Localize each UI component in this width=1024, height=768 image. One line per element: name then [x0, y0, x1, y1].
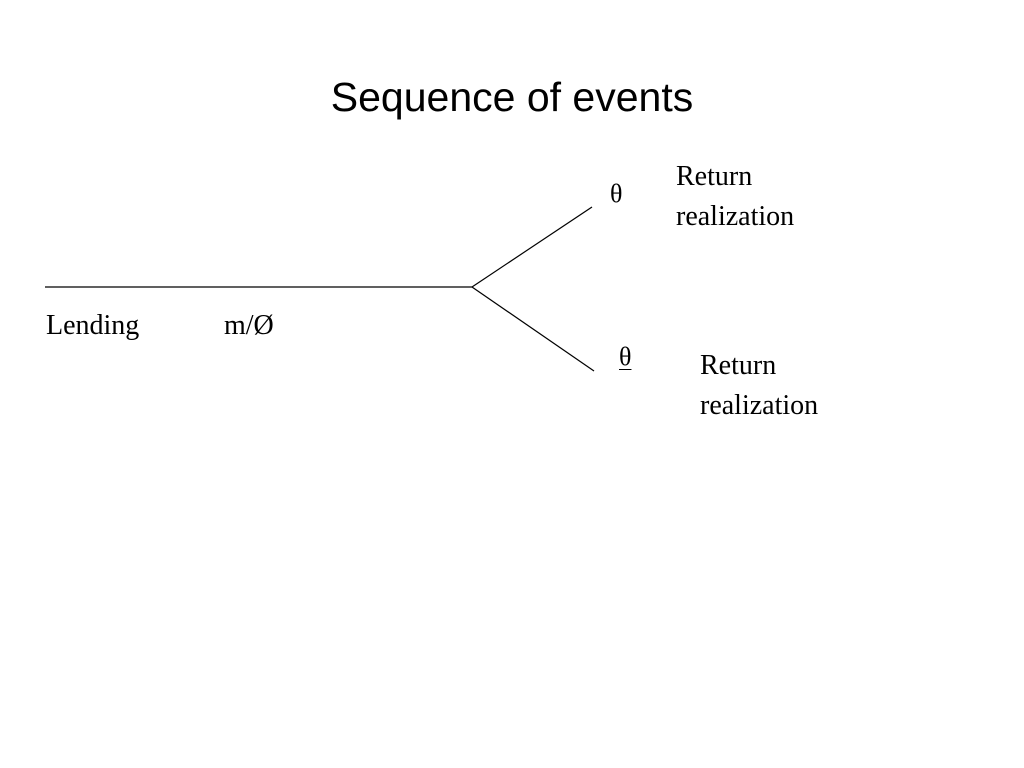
monitoring-label: m/Ø — [224, 310, 274, 341]
upper-return-line2: realization — [676, 201, 795, 232]
lower-theta-symbol: θ — [619, 342, 632, 371]
lending-label: Lending — [46, 310, 140, 341]
lower-return-line2: realization — [700, 390, 819, 421]
lower-return-line1: Return — [700, 350, 777, 381]
slide-title: Sequence of events — [330, 74, 694, 120]
upper-theta-symbol: θ — [610, 179, 623, 208]
upper-return-line1: Return — [676, 161, 753, 192]
upper-branch-line — [471, 206, 593, 288]
lower-branch-line — [471, 286, 595, 372]
